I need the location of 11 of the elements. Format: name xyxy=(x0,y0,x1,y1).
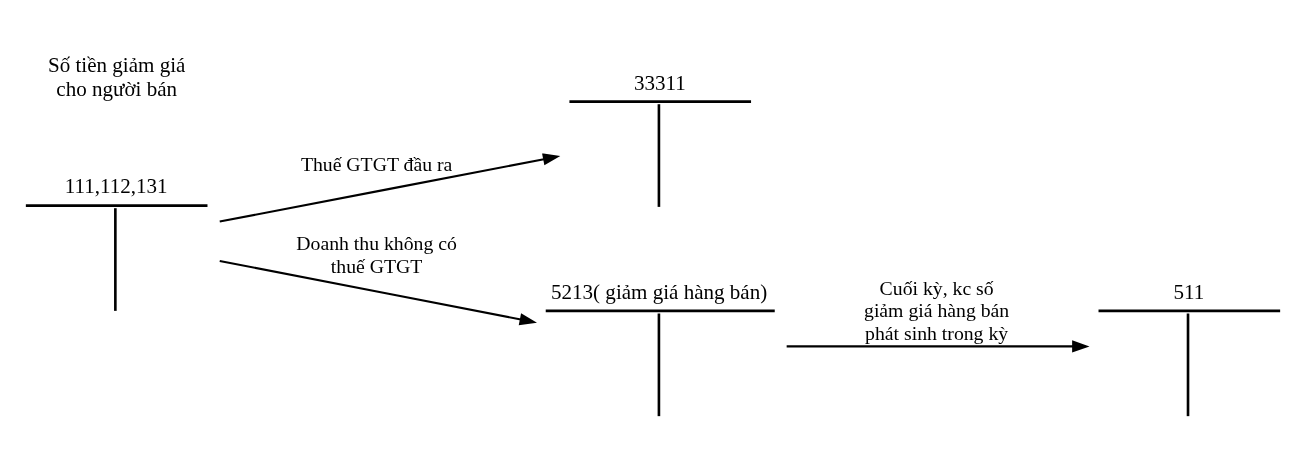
arrow xyxy=(786,340,1090,353)
edge-label: Thuế GTGT đầu ra xyxy=(300,153,453,176)
arrow xyxy=(219,259,537,326)
node-text: 511 xyxy=(1173,279,1205,304)
arrow xyxy=(219,153,561,223)
label: Số tiền giảm giá cho người bán xyxy=(47,53,186,102)
edge-label: Doanh thu không có thuế GTGT xyxy=(296,232,457,277)
node-text: 33311 xyxy=(633,70,686,95)
edge-label: Cuối kỳ, kc số giảm giá hàng bán phát sinh trong kỳ xyxy=(864,277,1010,344)
node-text: 111,112,131 xyxy=(64,174,168,199)
node-text: 5213( giảm giá hàng bán) xyxy=(551,279,768,304)
